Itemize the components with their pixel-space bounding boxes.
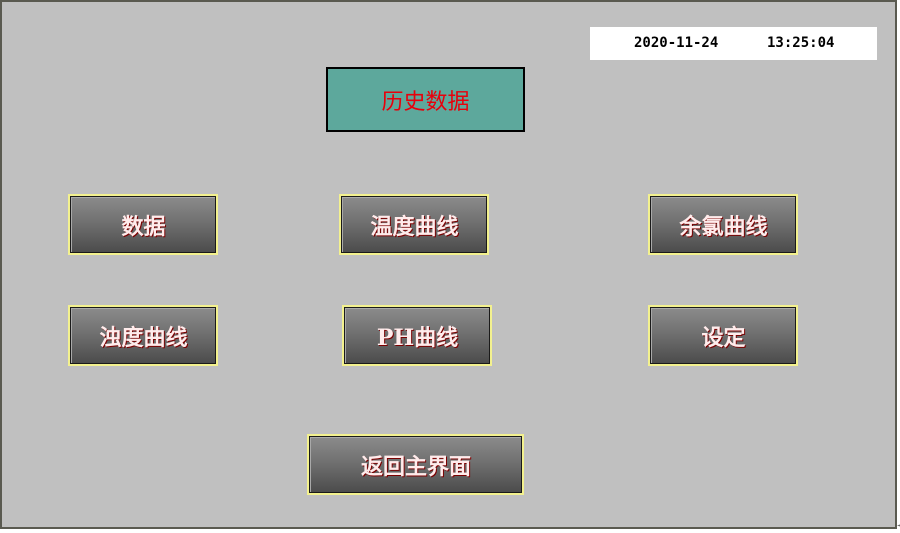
settings-button[interactable]: 设定 <box>648 305 798 366</box>
date-text: 2020-11-24 <box>634 35 719 51</box>
resize-grip-icon: ◄ <box>897 522 900 529</box>
data-button-label: 数据 <box>71 197 215 252</box>
turbidity-curve-button[interactable]: 浊度曲线 <box>68 305 218 366</box>
temperature-curve-button[interactable]: 温度曲线 <box>339 194 489 255</box>
settings-button-label: 设定 <box>651 308 795 363</box>
page-title: 历史数据 <box>326 67 525 132</box>
residual-chlorine-curve-button-label: 余氯曲线 <box>651 197 795 252</box>
time-text: 13:25:04 <box>767 35 835 51</box>
back-to-main-button-label: 返回主界面 <box>310 437 521 492</box>
data-button[interactable]: 数据 <box>68 194 218 255</box>
temperature-curve-button-label: 温度曲线 <box>342 197 486 252</box>
residual-chlorine-curve-button[interactable]: 余氯曲线 <box>648 194 798 255</box>
turbidity-curve-button-label: 浊度曲线 <box>71 308 215 363</box>
ph-curve-button-label: PH曲线 <box>345 308 489 363</box>
ph-curve-button[interactable]: PH曲线 <box>342 305 492 366</box>
datetime-display: 2020-11-24 13:25:04 <box>590 27 877 60</box>
back-to-main-button[interactable]: 返回主界面 <box>307 434 524 495</box>
